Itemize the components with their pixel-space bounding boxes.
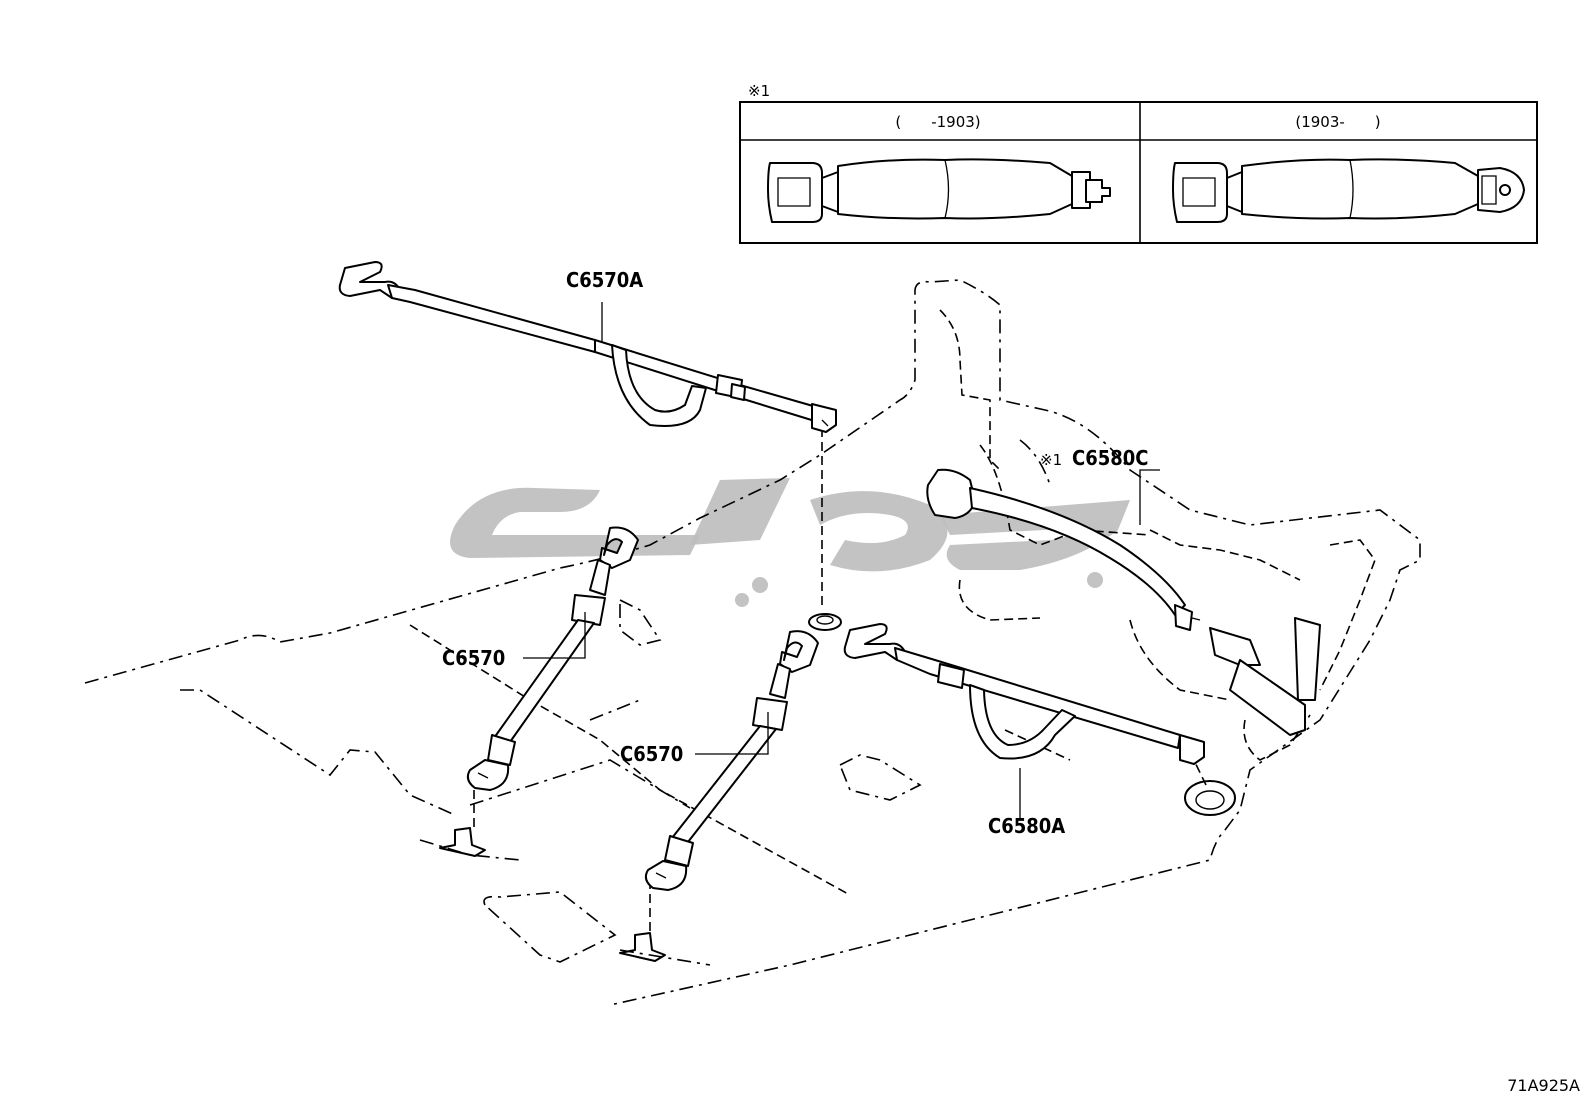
callout-c6570-right: C6570 (620, 742, 683, 766)
floor-anchor-points (439, 428, 1236, 962)
inset-note-mark: ※1 (748, 82, 770, 100)
belt-c6570-right (644, 630, 819, 891)
inset-col-right-label: (1903- ) (1295, 113, 1380, 131)
belt-late-type-illustration (1172, 158, 1525, 223)
variant-inset-table: ※1 ( -1903) (1903- ) (739, 82, 1538, 244)
figure-code: 71A925A (1507, 1076, 1580, 1095)
belt-early-type-illustration (767, 158, 1111, 223)
inset-col-left-label: ( -1903) (895, 113, 980, 131)
callout-c6580c-note: ※1 (1040, 451, 1062, 469)
belt-c6570-left (466, 526, 639, 791)
belt-c6570a (338, 261, 837, 433)
watermark-logo (450, 478, 1130, 607)
belt-c6580a (843, 623, 1205, 765)
belt-c6580c (926, 468, 1321, 736)
callout-c6580a: C6580A (988, 814, 1065, 838)
leader-lines (523, 302, 1160, 820)
callout-c6570-left: C6570 (442, 646, 505, 670)
callout-c6570a: C6570A (566, 268, 643, 292)
vehicle-floor-outline (84, 279, 1421, 1006)
callout-c6580c: C6580C (1072, 446, 1148, 470)
